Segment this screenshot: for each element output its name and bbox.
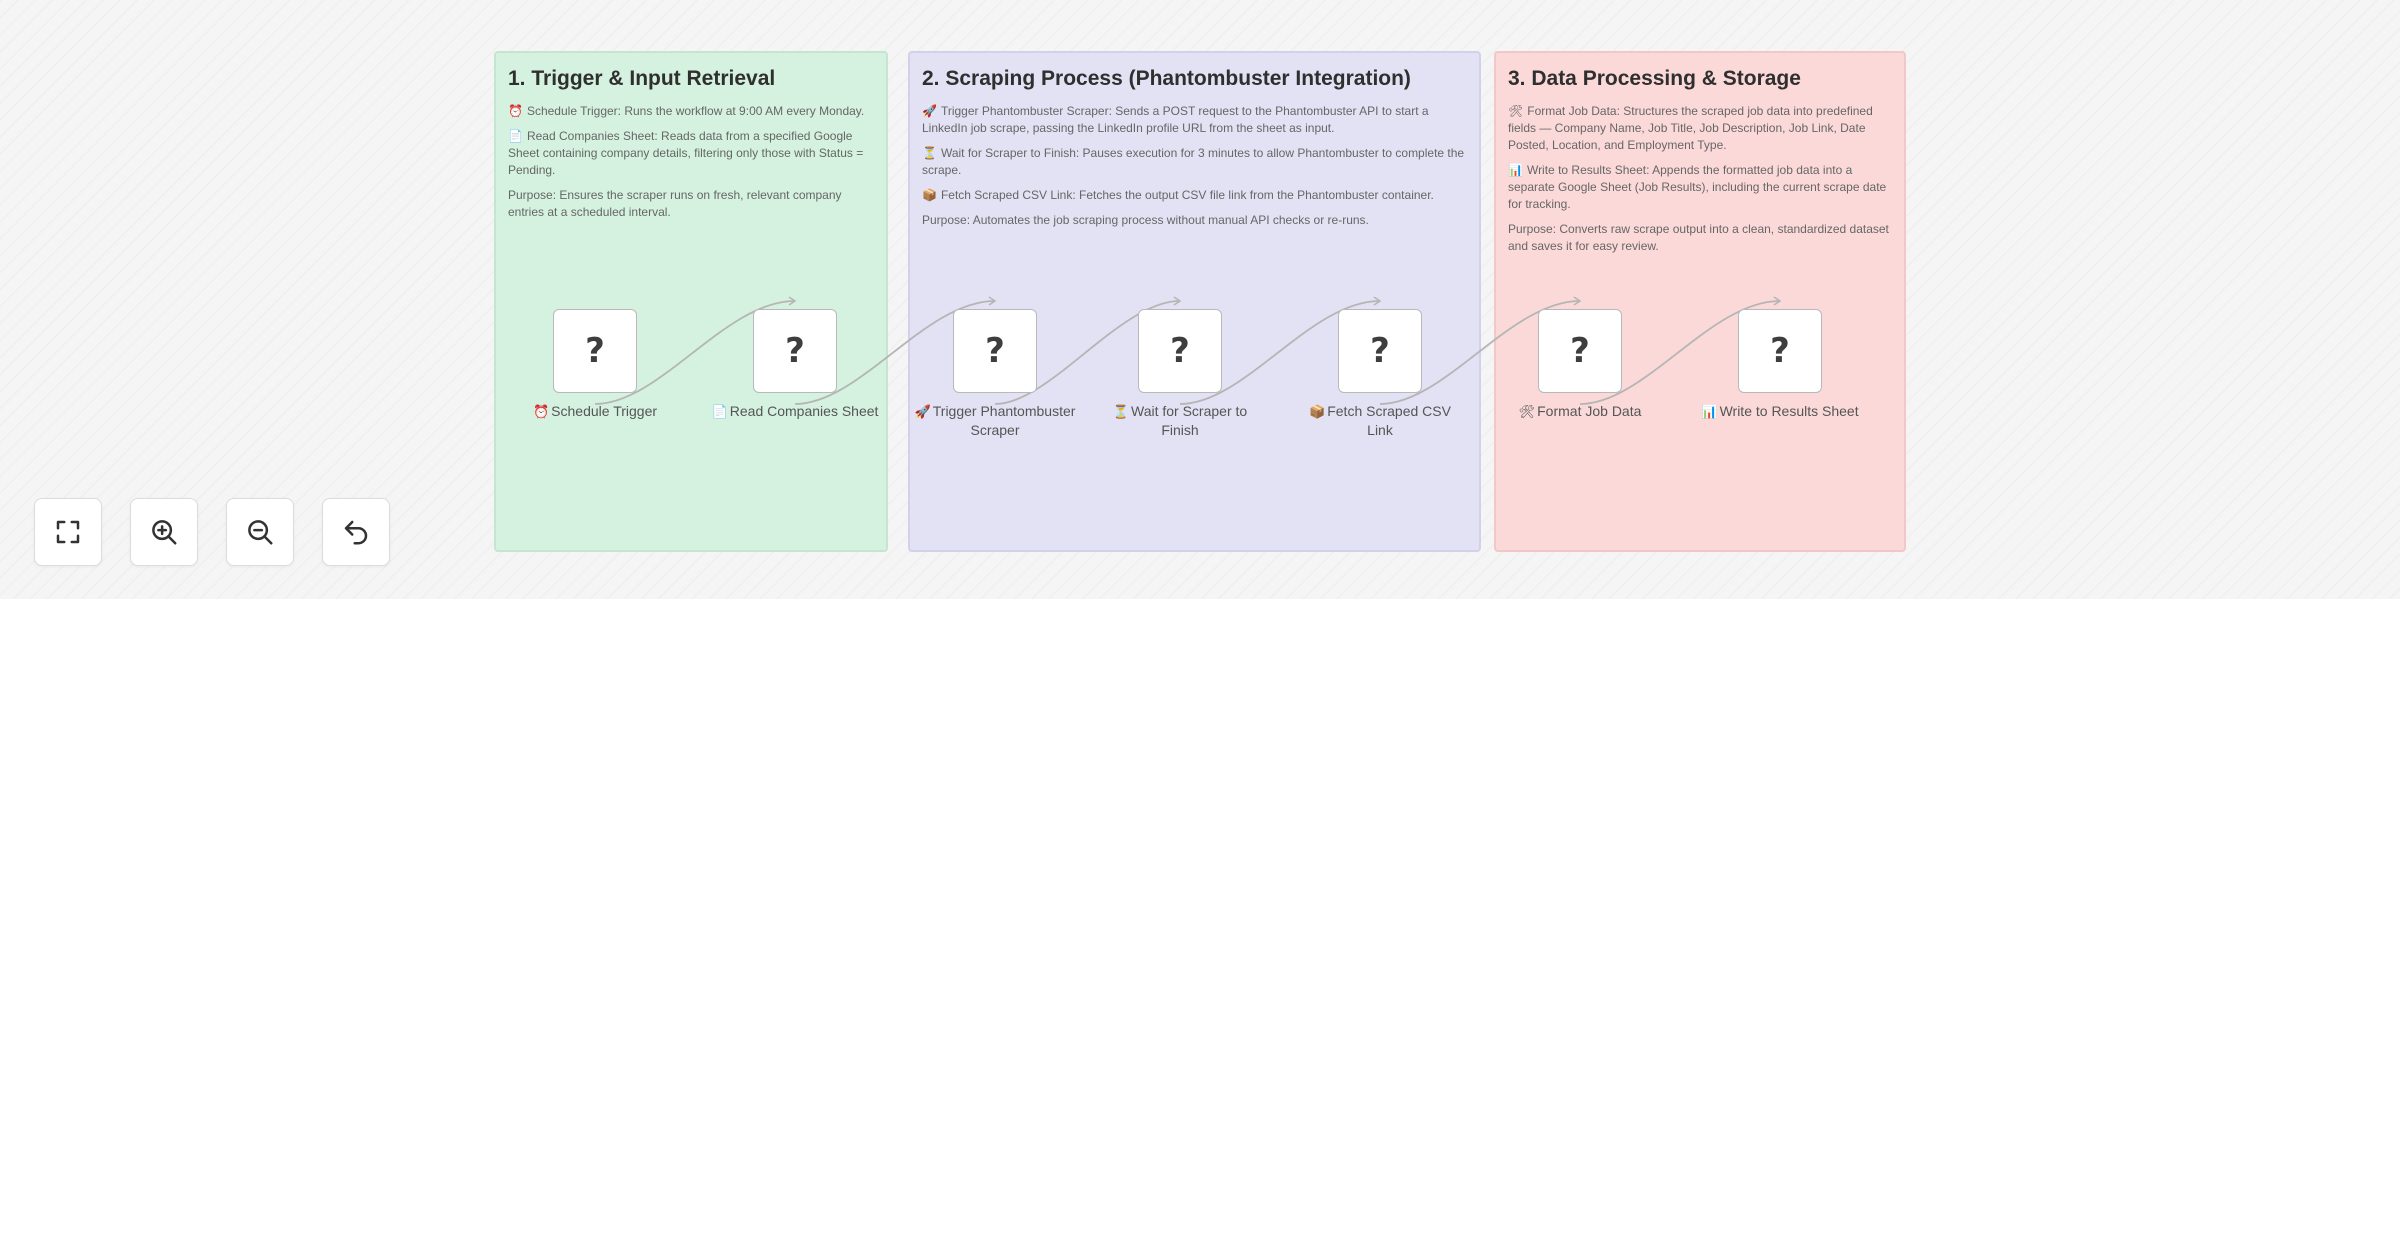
node-label-text: Schedule Trigger bbox=[551, 403, 658, 419]
connection-line bbox=[994, 300, 1181, 405]
hourglass-icon: ⏳ bbox=[1112, 404, 1129, 419]
node-label: 📦Fetch Scraped CSV Link bbox=[1295, 402, 1465, 439]
connection-arrow bbox=[1773, 296, 1782, 306]
connection-line bbox=[594, 300, 796, 405]
alarm-clock-icon: ⏰ bbox=[508, 104, 523, 118]
sticky-text: Schedule Trigger: Runs the workflow at 9… bbox=[526, 104, 865, 118]
sticky-title: 1. Trigger & Input Retrieval bbox=[508, 67, 776, 90]
sticky-paragraph: 🚀Trigger Phantombuster Scraper: Sends a … bbox=[922, 103, 1467, 137]
alarm-clock-icon: ⏰ bbox=[532, 404, 550, 419]
package-icon: 📦 bbox=[922, 188, 937, 202]
sticky-paragraph: 📦Fetch Scraped CSV Link: Fetches the out… bbox=[922, 187, 1467, 204]
node-schedule-trigger[interactable]: ? bbox=[553, 309, 637, 393]
hammer-wrench-icon: 🛠 bbox=[1518, 404, 1536, 419]
node-trigger-phantombuster-scraper[interactable]: ? bbox=[953, 309, 1037, 393]
unknown-node-icon: ? bbox=[1170, 331, 1190, 371]
connection-line bbox=[1379, 300, 1581, 405]
node-read-companies-sheet[interactable]: ? bbox=[753, 309, 837, 393]
node-label-text: Format Job Data bbox=[1537, 403, 1642, 419]
node-label: 📊Write to Results Sheet bbox=[1695, 402, 1865, 421]
node-label-text: Fetch Scraped CSV Link bbox=[1327, 403, 1451, 438]
connection-line bbox=[1179, 300, 1381, 405]
sticky-paragraph: 🛠Format Job Data: Structures the scraped… bbox=[1508, 103, 1892, 154]
sticky-text: Trigger Phantombuster Scraper: Sends a P… bbox=[922, 104, 1429, 135]
node-wait-for-scraper[interactable]: ? bbox=[1138, 309, 1222, 393]
sticky-note-scraping-process[interactable]: 2. Scraping Process (Phantombuster Integ… bbox=[908, 51, 1481, 552]
sticky-paragraph: Purpose: Converts raw scrape output into… bbox=[1508, 221, 1892, 255]
connection-line bbox=[794, 300, 996, 405]
sticky-text: Wait for Scraper to Finish: Pauses execu… bbox=[922, 146, 1465, 177]
zoom-in-icon bbox=[152, 520, 177, 545]
sticky-title: 2. Scraping Process (Phantombuster Integ… bbox=[922, 67, 1411, 90]
document-icon: 📄 bbox=[711, 404, 728, 419]
hourglass-icon: ⏳ bbox=[922, 146, 937, 160]
zoom-out-icon bbox=[248, 520, 273, 545]
bar-chart-icon: 📊 bbox=[1508, 163, 1523, 177]
node-label: 📄Read Companies Sheet bbox=[710, 402, 880, 421]
connection-arrow bbox=[988, 296, 997, 306]
node-label-text: Trigger Phantombuster Scraper bbox=[932, 403, 1076, 438]
zoom-in-button[interactable] bbox=[130, 498, 198, 566]
sticky-text: Write to Results Sheet: Appends the form… bbox=[1508, 163, 1887, 211]
unknown-node-icon: ? bbox=[1570, 331, 1590, 371]
node-label: 🚀Trigger Phantombuster Scraper bbox=[910, 402, 1080, 439]
sticky-paragraph: 📊Write to Results Sheet: Appends the for… bbox=[1508, 162, 1892, 213]
node-label: 🛠Format Job Data bbox=[1495, 402, 1665, 421]
sticky-text: Format Job Data: Structures the scraped … bbox=[1508, 104, 1873, 152]
reset-icon bbox=[344, 520, 368, 545]
node-format-job-data[interactable]: ? bbox=[1538, 309, 1622, 393]
sticky-text: Fetch Scraped CSV Link: Fetches the outp… bbox=[940, 188, 1434, 202]
sticky-text: Purpose: Converts raw scrape output into… bbox=[1508, 222, 1889, 253]
sticky-note-data-processing[interactable]: 3. Data Processing & Storage 🛠Format Job… bbox=[1494, 51, 1906, 552]
node-label-text: Wait for Scraper to Finish bbox=[1131, 403, 1248, 438]
package-icon: 📦 bbox=[1309, 404, 1326, 419]
node-write-to-results-sheet[interactable]: ? bbox=[1738, 309, 1822, 393]
document-icon: 📄 bbox=[508, 129, 523, 143]
connection-arrow bbox=[1373, 296, 1382, 306]
sticky-title: 3. Data Processing & Storage bbox=[1508, 67, 1801, 90]
connection-line bbox=[1579, 300, 1781, 405]
node-label-text: Write to Results Sheet bbox=[1719, 403, 1859, 419]
node-connections bbox=[594, 296, 1782, 405]
rocket-icon: 🚀 bbox=[922, 104, 937, 118]
sticky-paragraph: ⏰Schedule Trigger: Runs the workflow at … bbox=[508, 103, 874, 120]
sticky-note-trigger-input[interactable]: 1. Trigger & Input Retrieval ⏰Schedule T… bbox=[494, 51, 888, 552]
node-label-text: Read Companies Sheet bbox=[729, 403, 879, 419]
connection-arrow bbox=[1573, 296, 1582, 306]
rocket-icon: 🚀 bbox=[914, 404, 931, 419]
sticky-text: Read Companies Sheet: Reads data from a … bbox=[508, 129, 864, 177]
unknown-node-icon: ? bbox=[1370, 331, 1390, 371]
unknown-node-icon: ? bbox=[785, 331, 805, 371]
zoom-out-button[interactable] bbox=[226, 498, 294, 566]
sticky-paragraph: Purpose: Ensures the scraper runs on fre… bbox=[508, 187, 874, 221]
connection-arrow bbox=[1173, 296, 1182, 306]
node-label: ⏳Wait for Scraper to Finish bbox=[1095, 402, 1265, 439]
reset-zoom-button[interactable] bbox=[322, 498, 390, 566]
sticky-paragraph: ⏳Wait for Scraper to Finish: Pauses exec… bbox=[922, 145, 1467, 179]
node-label: ⏰Schedule Trigger bbox=[510, 402, 680, 421]
sticky-paragraph: 📄Read Companies Sheet: Reads data from a… bbox=[508, 128, 874, 179]
bar-chart-icon: 📊 bbox=[1701, 404, 1718, 419]
sticky-paragraph: Purpose: Automates the job scraping proc… bbox=[922, 212, 1467, 229]
fullscreen-button[interactable] bbox=[34, 498, 102, 566]
fullscreen-icon bbox=[56, 520, 80, 544]
sticky-text: Purpose: Ensures the scraper runs on fre… bbox=[508, 188, 842, 219]
connection-arrow bbox=[788, 296, 797, 306]
hammer-wrench-icon: 🛠 bbox=[1508, 104, 1524, 118]
unknown-node-icon: ? bbox=[585, 331, 605, 371]
node-fetch-scraped-csv-link[interactable]: ? bbox=[1338, 309, 1422, 393]
unknown-node-icon: ? bbox=[1770, 331, 1790, 371]
unknown-node-icon: ? bbox=[985, 331, 1005, 371]
workflow-canvas[interactable]: 1. Trigger & Input Retrieval ⏰Schedule T… bbox=[0, 0, 2400, 599]
sticky-text: Purpose: Automates the job scraping proc… bbox=[922, 213, 1369, 227]
